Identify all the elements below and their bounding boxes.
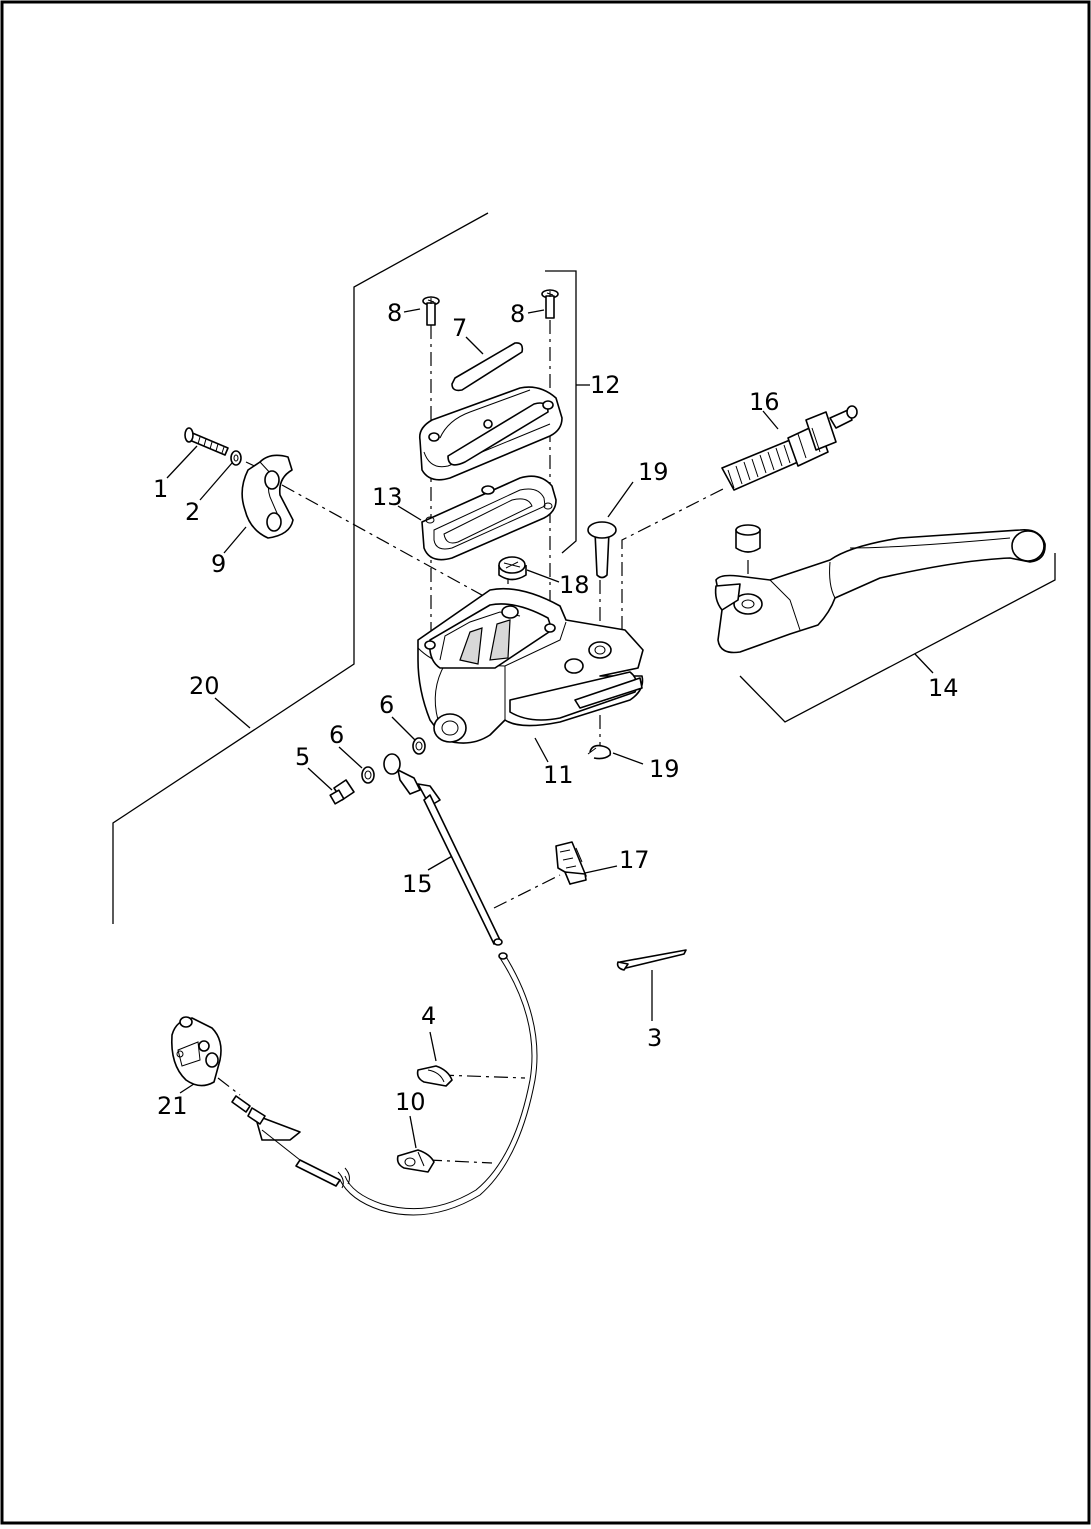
callout-19-top: 19 xyxy=(638,458,669,486)
callout-1: 1 xyxy=(153,475,168,503)
master-cylinder-body-part-11 xyxy=(417,587,644,744)
washer-part-2 xyxy=(230,450,242,466)
clutch-line-part-15 xyxy=(231,753,538,1216)
lever-part-14 xyxy=(714,524,1046,654)
leader-lines xyxy=(166,308,934,1149)
callout-6-upper: 6 xyxy=(379,691,394,719)
screw-part-1 xyxy=(184,427,229,456)
callout-21: 21 xyxy=(157,1092,188,1120)
clamp-part-9 xyxy=(241,454,294,539)
callout-12: 12 xyxy=(590,371,621,399)
callout-20: 20 xyxy=(189,672,220,700)
callout-3: 3 xyxy=(647,1024,662,1052)
washer-part-6-lower xyxy=(361,766,375,784)
cable-tie-part-3 xyxy=(616,949,687,971)
decal-part-7 xyxy=(451,342,524,392)
callout-13: 13 xyxy=(372,483,403,511)
piston-spring-part-16 xyxy=(721,405,858,491)
callout-9: 9 xyxy=(211,550,226,578)
callout-5: 5 xyxy=(295,743,310,771)
retaining-clip-part-19 xyxy=(587,744,612,760)
callout-11: 11 xyxy=(543,761,574,789)
bracket-14 xyxy=(739,553,1056,723)
callout-8-right: 8 xyxy=(510,300,525,328)
callout-16: 16 xyxy=(749,388,780,416)
callout-15: 15 xyxy=(402,870,433,898)
diaphragm-part-13 xyxy=(421,475,557,561)
pivot-pin-part-19 xyxy=(587,521,617,579)
callout-18: 18 xyxy=(559,571,590,599)
washer-part-6-upper xyxy=(412,737,426,755)
callout-14: 14 xyxy=(928,674,959,702)
callout-10: 10 xyxy=(395,1088,426,1116)
callout-7: 7 xyxy=(452,314,467,342)
callout-6-lower: 6 xyxy=(329,721,344,749)
clip-part-10 xyxy=(396,1149,435,1173)
clip-part-17 xyxy=(555,841,587,885)
screw-part-8-left xyxy=(422,296,440,326)
callout-8-left: 8 xyxy=(387,299,402,327)
reservoir-cover-part-12 xyxy=(418,386,563,481)
callout-19-bottom: 19 xyxy=(649,755,680,783)
slave-cylinder-part-21 xyxy=(170,1016,222,1087)
bracket-12 xyxy=(545,270,577,554)
assembly-outline-20 xyxy=(112,212,489,924)
screw-part-8-right xyxy=(541,289,559,319)
callout-4: 4 xyxy=(421,1002,436,1030)
plug-part-18 xyxy=(498,556,527,581)
callout-labels: 1 2 9 8 8 7 12 16 13 19 18 20 14 6 6 5 1… xyxy=(153,299,959,1120)
callout-2: 2 xyxy=(185,498,200,526)
banjo-bolt-part-5 xyxy=(329,779,355,805)
callout-17: 17 xyxy=(619,846,650,874)
clip-part-4 xyxy=(416,1065,453,1087)
